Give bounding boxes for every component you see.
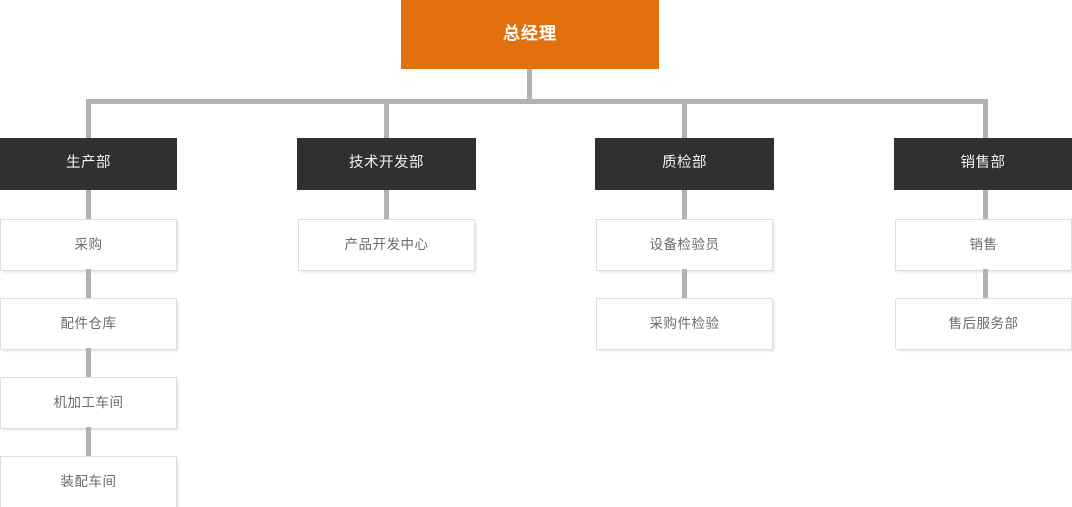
connector-dept3-to-child1 <box>682 190 687 221</box>
connector-bus-to-dept-4 <box>983 99 988 139</box>
node-root-general-manager[interactable]: 总经理 <box>401 0 659 69</box>
connector-bus-to-dept-3 <box>682 99 687 139</box>
node-sub-label: 采购件检验 <box>649 315 720 332</box>
connector-root-drop <box>527 69 532 102</box>
node-dept-production[interactable]: 生产部 <box>0 138 177 190</box>
connector-child2-to-child3 <box>86 348 91 379</box>
node-sub-after-sales-service[interactable]: 售后服务部 <box>895 298 1072 350</box>
node-sub-label: 销售 <box>969 236 998 253</box>
node-sub-sales[interactable]: 销售 <box>895 219 1072 271</box>
node-sub-machining-workshop[interactable]: 机加工车间 <box>0 377 177 429</box>
node-sub-label: 配件仓库 <box>60 315 117 332</box>
node-dept-label: 质检部 <box>662 155 707 172</box>
connector-bus-to-dept-2 <box>384 99 389 139</box>
node-sub-product-development-center[interactable]: 产品开发中心 <box>298 219 475 271</box>
node-sub-label: 产品开发中心 <box>344 236 429 253</box>
connector-dept1-to-child1 <box>86 190 91 221</box>
connector-child1-to-child2 <box>86 269 91 300</box>
node-dept-technology-development[interactable]: 技术开发部 <box>297 138 476 190</box>
node-sub-assembly-workshop[interactable]: 装配车间 <box>0 456 177 507</box>
node-dept-label: 生产部 <box>66 155 111 172</box>
node-sub-equipment-inspector[interactable]: 设备检验员 <box>596 219 773 271</box>
connector-dept3-child1-to-child2 <box>682 269 687 300</box>
node-sub-purchased-parts-inspection[interactable]: 采购件检验 <box>596 298 773 350</box>
node-dept-sales[interactable]: 销售部 <box>894 138 1072 190</box>
node-dept-label: 技术开发部 <box>349 155 424 172</box>
connector-dept4-to-child1 <box>983 190 988 221</box>
connector-horizontal-bus <box>86 99 988 104</box>
node-sub-label: 设备检验员 <box>649 236 720 253</box>
node-sub-parts-warehouse[interactable]: 配件仓库 <box>0 298 177 350</box>
connector-dept4-child1-to-child2 <box>983 269 988 300</box>
node-sub-label: 装配车间 <box>60 473 117 490</box>
node-sub-procurement[interactable]: 采购 <box>0 219 177 271</box>
connector-dept2-to-child1 <box>384 190 389 221</box>
connector-bus-to-dept-1 <box>86 99 91 139</box>
connector-child3-to-child4 <box>86 427 91 458</box>
node-dept-quality-inspection[interactable]: 质检部 <box>595 138 774 190</box>
node-sub-label: 采购 <box>74 236 103 253</box>
node-dept-label: 销售部 <box>960 155 1006 172</box>
node-sub-label: 机加工车间 <box>53 394 124 411</box>
node-root-label: 总经理 <box>503 24 557 45</box>
node-sub-label: 售后服务部 <box>948 315 1019 332</box>
